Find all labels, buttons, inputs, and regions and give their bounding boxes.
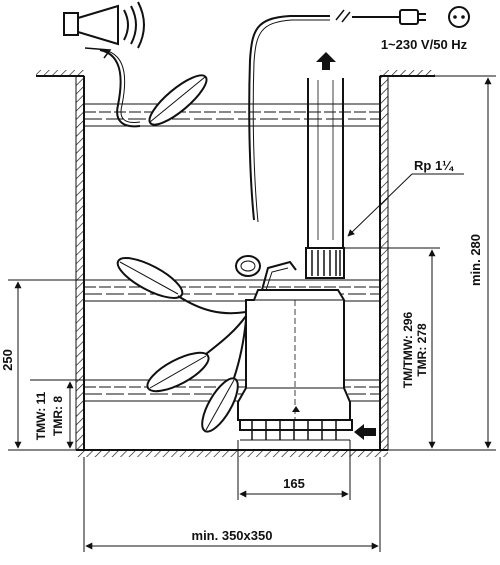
- power-cable: [248, 9, 400, 223]
- tmr-label: TMR: 278: [415, 323, 429, 377]
- alarm-float-switch: [148, 74, 208, 126]
- alarm-cable: [99, 49, 141, 128]
- float-switch-middle: [146, 315, 247, 393]
- plug-icon: [399, 9, 426, 25]
- shaft-depth-label: min. 280: [468, 234, 483, 286]
- dimension-base-width: [237, 440, 351, 500]
- base-width-label: 165: [283, 476, 305, 491]
- shaft-size-label: min. 350x350: [192, 528, 273, 543]
- power-supply-label: 1~230 V/50 Hz: [381, 37, 468, 52]
- flow-up-arrow-icon: [316, 52, 336, 70]
- pump-body: [235, 255, 353, 441]
- dimension-left-height: [8, 279, 84, 451]
- dimension-shaft-size: [83, 457, 381, 552]
- discharge-pipe: [307, 78, 344, 248]
- left-height-label: 250: [0, 349, 15, 371]
- dimension-switch-off-level: [30, 379, 84, 449]
- float-switch-lower: [201, 319, 247, 433]
- threaded-coupling: [305, 247, 345, 279]
- float-switch-upper: [116, 257, 247, 315]
- outlet-leader-line: [347, 173, 413, 237]
- alarm-horn-icon: [63, 1, 145, 59]
- tmw-low-label: TMW: 11: [34, 391, 48, 440]
- dimension-switch-on-level: [344, 247, 440, 449]
- shaft-walls: [75, 75, 389, 457]
- socket-icon: [448, 6, 470, 28]
- tm-tmw-label: TM/TMW: 296: [401, 311, 415, 388]
- ground-surface: [36, 70, 435, 77]
- inlet-arrow-icon: [354, 424, 376, 440]
- dimension-shaft-depth: [388, 75, 496, 451]
- tmr-low-label: TMR: 8: [51, 396, 65, 436]
- outlet-thread-label: Rp 1¼: [414, 158, 454, 173]
